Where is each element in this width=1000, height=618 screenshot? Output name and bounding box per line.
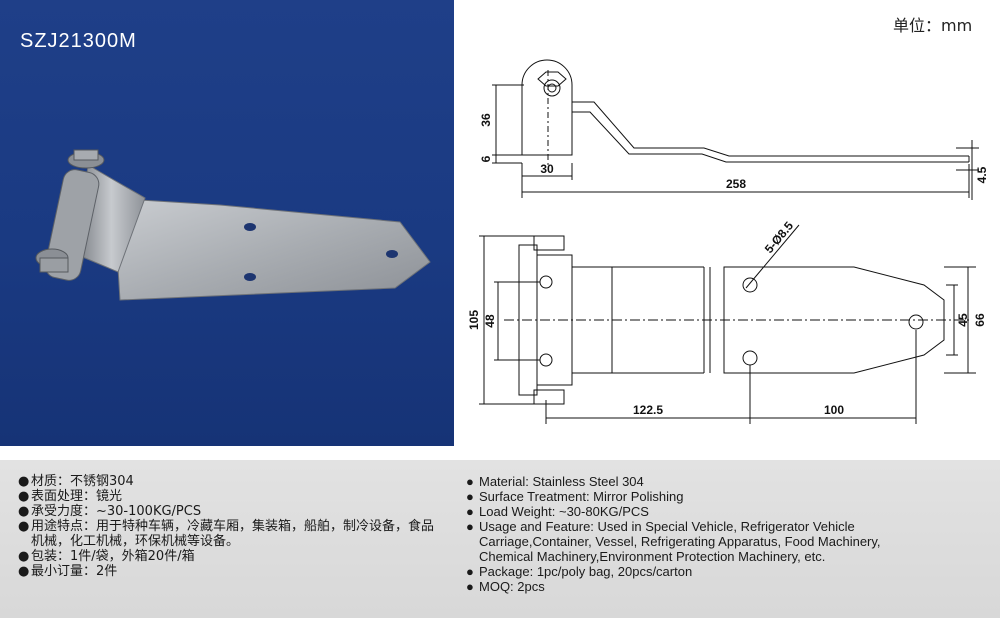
dim-base-offset: 6 xyxy=(479,155,493,162)
nut-icon xyxy=(35,248,69,273)
product-photo-panel: SZJ21300M xyxy=(0,0,454,446)
bullet-icon: ● xyxy=(18,504,30,519)
bullet-icon: ● xyxy=(466,519,474,534)
hinge-photo xyxy=(35,149,431,301)
bullet-icon: ● xyxy=(466,564,474,579)
dim-total-width: 105 xyxy=(467,310,481,330)
dim-total-length: 258 xyxy=(726,177,746,191)
bullet-icon: ● xyxy=(18,564,30,579)
spec-item-material-cn: ●材质：不锈钢304 xyxy=(18,474,134,489)
spec-list-cn: ●材质：不锈钢304 ●表面处理：镜光 ●承受力度：~30-100KG/PCS … xyxy=(18,474,438,579)
bullet-icon: ● xyxy=(18,474,30,489)
hinge-plate xyxy=(117,199,431,301)
spec-item-moq-en: ●MOQ: 2pcs xyxy=(466,579,545,594)
dim-plate-thickness: 4.5 xyxy=(975,166,989,183)
bullet-icon: ● xyxy=(18,489,30,504)
spec-item-surface-en: ●Surface Treatment: Mirror Polishing xyxy=(466,489,684,504)
spec-item-moq-cn: ●最小订量：2件 xyxy=(18,564,118,579)
dim-height: 36 xyxy=(479,113,493,127)
unit-label: 单位：mm xyxy=(893,16,973,35)
top-view xyxy=(479,224,976,424)
spec-item-package-cn: ●包装：1件/袋，外箱20件/箱 xyxy=(18,549,195,564)
bullet-icon: ● xyxy=(466,489,474,504)
hinge-hole xyxy=(244,273,256,281)
dim-tail-hole-pitch: 45 xyxy=(956,313,970,327)
dim-eye-width: 30 xyxy=(540,162,554,176)
spec-item-usage-en: ●Usage and Feature: Used in Special Vehi… xyxy=(466,519,881,564)
dim-hole-spacing: 100 xyxy=(824,403,844,417)
spec-item-load-en: ●Load Weight: ~30-80KG/PCS xyxy=(466,504,649,519)
hinge-hole xyxy=(386,250,398,258)
dim-hole-spec: 5-Ø8.5 xyxy=(762,219,797,256)
bullet-icon: ● xyxy=(466,504,474,519)
side-view xyxy=(492,59,979,200)
bullet-icon: ● xyxy=(466,474,474,489)
spec-item-load-cn: ●承受力度：~30-100KG/PCS xyxy=(18,504,202,519)
bullet-icon: ● xyxy=(466,579,474,594)
spec-item-surface-cn: ●表面处理：镜光 xyxy=(18,489,123,504)
dim-to-hole: 122.5 xyxy=(633,403,663,417)
spec-item-material-en: ●Material: Stainless Steel 304 xyxy=(466,474,644,489)
dim-tail-width: 66 xyxy=(973,313,987,327)
spec-item-usage-cn: ●用途特点：用于特种车辆，冷藏车厢，集装箱，船舶，制冷设备，食品机械，化工机械，… xyxy=(18,519,435,549)
technical-drawing: 36 6 30 258 4.5 5-Ø8.5 105 48 66 45 122.… xyxy=(467,59,989,424)
product-model-title: SZJ21300M xyxy=(20,30,137,52)
hinge-hole xyxy=(244,223,256,231)
spec-item-package-en: ●Package: 1pc/poly bag, 20pcs/carton xyxy=(466,564,693,579)
bolt-icon xyxy=(67,149,105,169)
bullet-icon: ● xyxy=(18,519,30,534)
bullet-icon: ● xyxy=(18,549,30,564)
spec-list-en: ●Material: Stainless Steel 304 ●Surface … xyxy=(466,474,936,594)
dim-hole-pitch: 48 xyxy=(483,314,497,328)
spec-panel: ●材质：不锈钢304 ●表面处理：镜光 ●承受力度：~30-100KG/PCS … xyxy=(0,460,1000,618)
